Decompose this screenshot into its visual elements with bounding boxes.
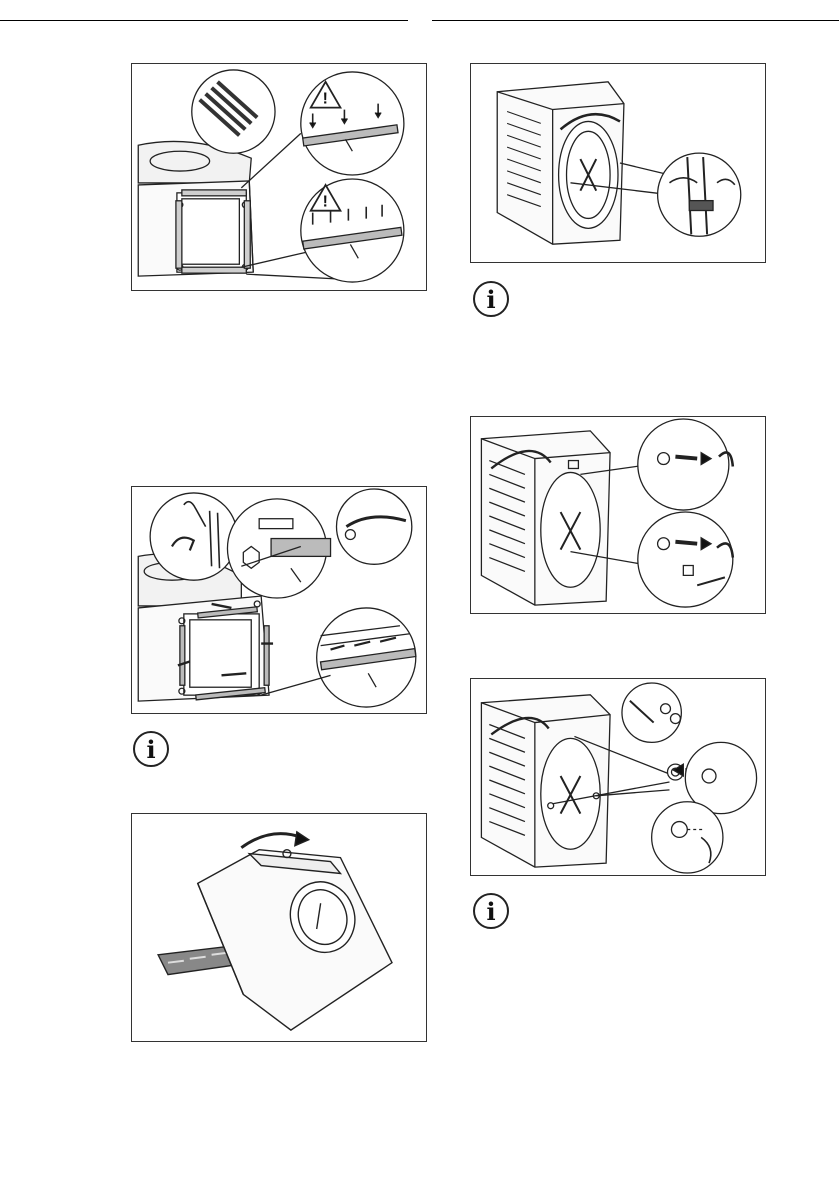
info-icon-1: i — [133, 731, 169, 767]
figure-remove-rails: ! ! — [131, 63, 427, 291]
tilt-machine-illustration — [132, 814, 426, 1041]
info-icon-2: i — [473, 281, 509, 317]
figure-remove-hoses — [470, 63, 766, 263]
unscrew-bolts-illustration — [471, 417, 765, 613]
fit-rails-illustration — [132, 487, 426, 713]
figure-fit-rails — [131, 486, 427, 714]
rails-illustration: ! ! — [132, 64, 426, 290]
svg-text:!: ! — [323, 194, 328, 211]
info-icon-3: i — [473, 893, 509, 929]
figure-unscrew-bolts — [470, 416, 766, 614]
header-rule-left — [0, 20, 408, 21]
remove-hoses-illustration — [471, 64, 765, 262]
header-rule-right — [432, 20, 839, 21]
figure-insert-caps — [470, 678, 766, 876]
svg-text:!: ! — [323, 91, 328, 108]
insert-caps-illustration — [471, 679, 765, 875]
figure-tilt-machine — [131, 813, 427, 1042]
